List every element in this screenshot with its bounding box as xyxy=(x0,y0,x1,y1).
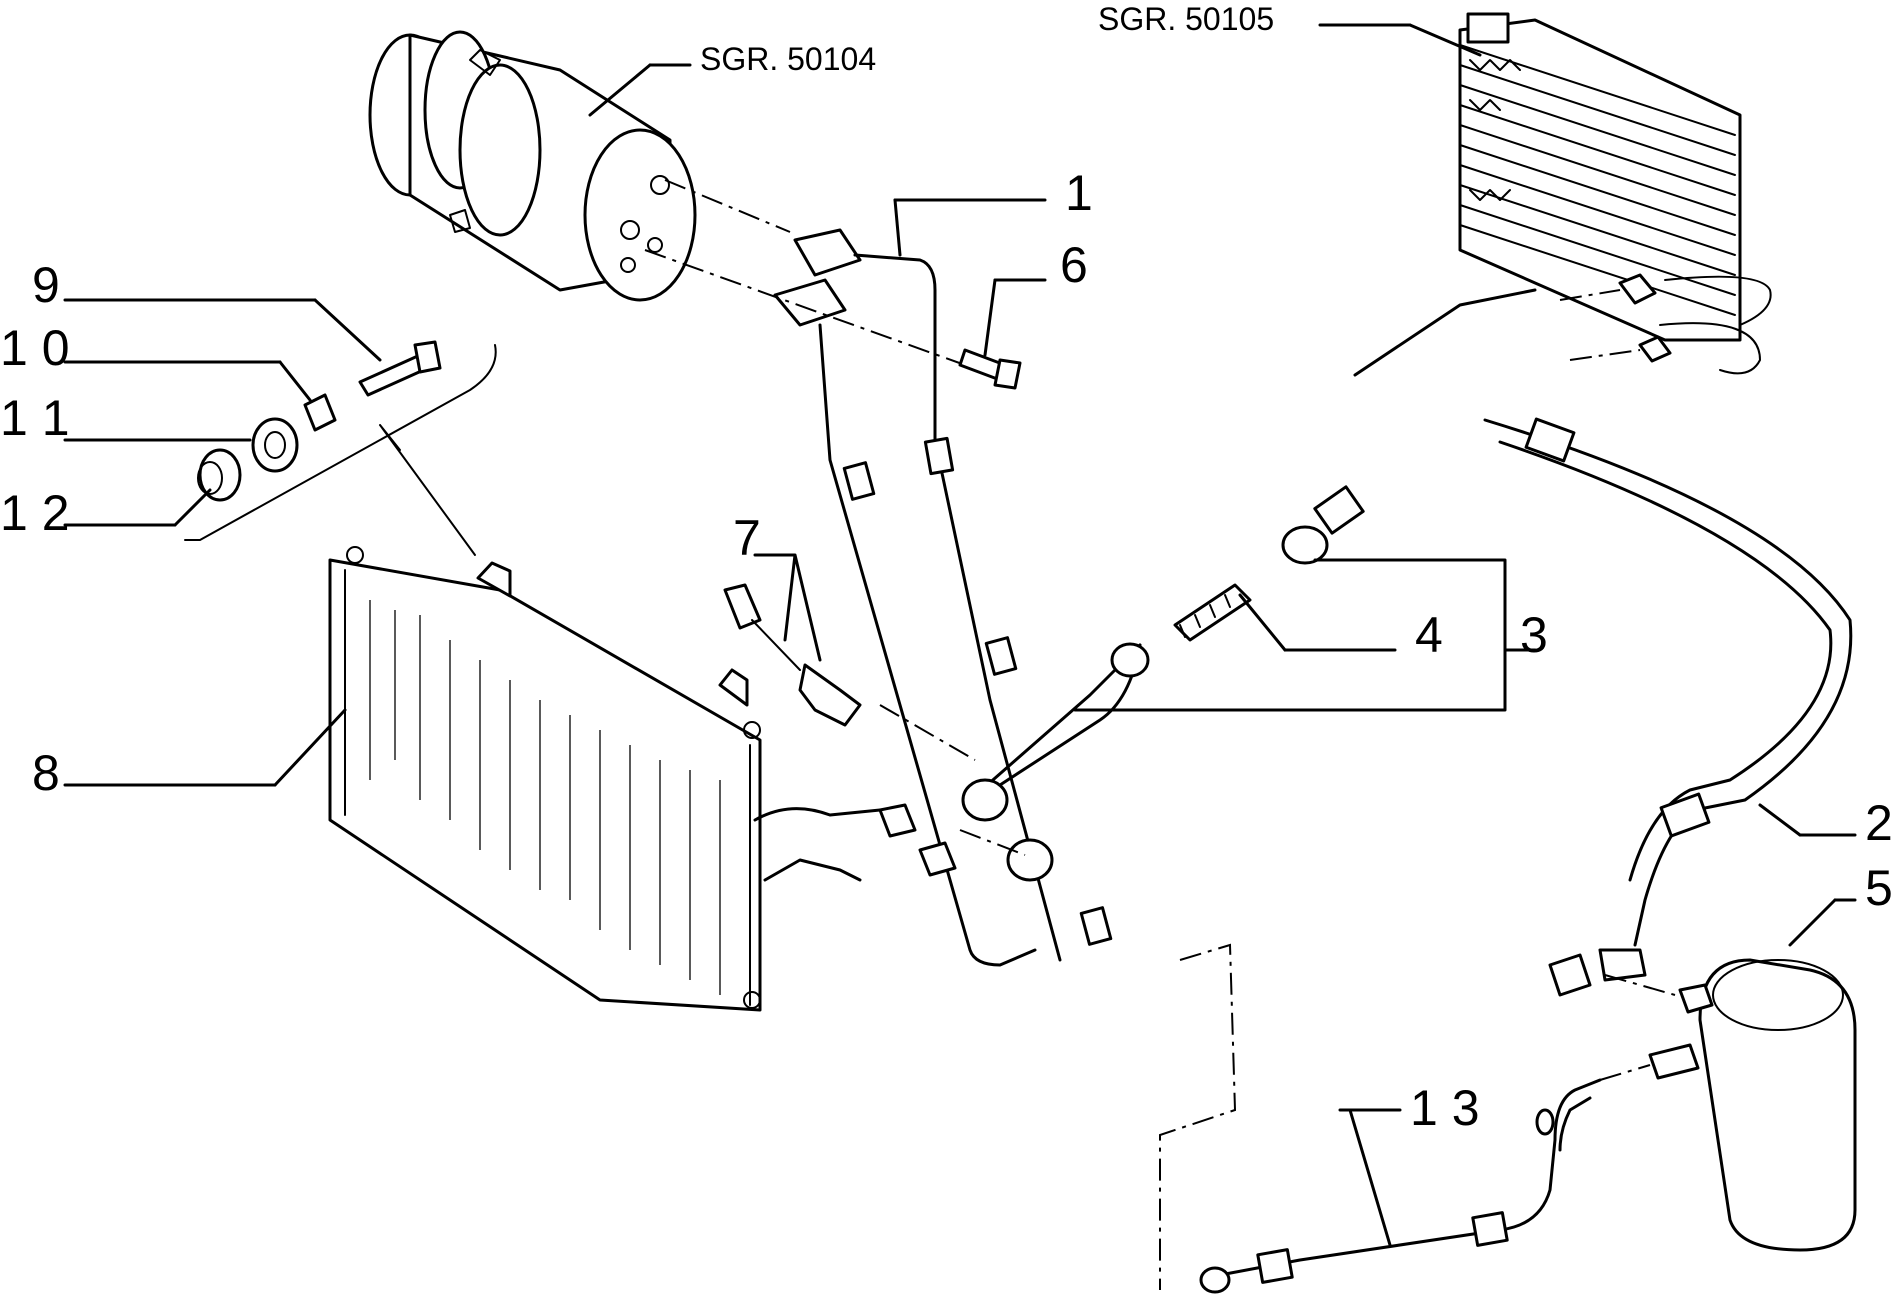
leader-4 xyxy=(1238,593,1287,652)
condenser xyxy=(328,546,762,1012)
callout-4: 4 xyxy=(1415,607,1443,663)
callout-3: 3 xyxy=(1520,607,1548,663)
compressor-reference: SGR. 50104 xyxy=(700,41,876,77)
callout-7: 7 xyxy=(733,510,761,566)
callout-12: 1 2 xyxy=(0,485,70,541)
bolt-6 xyxy=(958,348,1022,390)
pipe-2 xyxy=(1483,417,1853,997)
compressor xyxy=(368,30,697,302)
callout-10: 1 0 xyxy=(0,320,70,376)
condenser-connection xyxy=(753,803,1054,882)
pipe-3 xyxy=(961,288,1537,822)
evaporator xyxy=(1458,12,1772,375)
callout-13: 1 3 xyxy=(1410,1080,1480,1136)
spacer-10 xyxy=(303,393,337,432)
leader-5 xyxy=(1788,898,1837,947)
leader-2 xyxy=(1758,803,1802,837)
bracket-outline-9-12 xyxy=(184,344,497,541)
leader-compressor xyxy=(588,63,652,117)
callout-11: 1 1 xyxy=(0,390,70,446)
pipe-13 xyxy=(1199,1078,1602,1294)
bush-12 xyxy=(197,448,242,502)
leader-3 xyxy=(1073,558,1537,712)
receiver-drier-5 xyxy=(1648,958,1857,1252)
callout-2: 2 xyxy=(1865,795,1893,851)
callout-8: 8 xyxy=(32,745,60,801)
callout-1: 1 xyxy=(1065,165,1093,221)
pressure-switch-7 xyxy=(723,583,862,727)
leader-7 xyxy=(753,553,822,662)
callout-6: 6 xyxy=(1060,237,1088,293)
evaporator-reference: SGR. 50105 xyxy=(1098,1,1274,37)
callout-5: 5 xyxy=(1865,860,1893,916)
leader-13 xyxy=(1338,1108,1402,1247)
adapter-4 xyxy=(1173,583,1252,642)
bolt-9 xyxy=(358,340,442,397)
callout-9: 9 xyxy=(32,257,60,313)
pipe-1 xyxy=(773,228,1113,967)
grommet-11 xyxy=(251,417,299,473)
